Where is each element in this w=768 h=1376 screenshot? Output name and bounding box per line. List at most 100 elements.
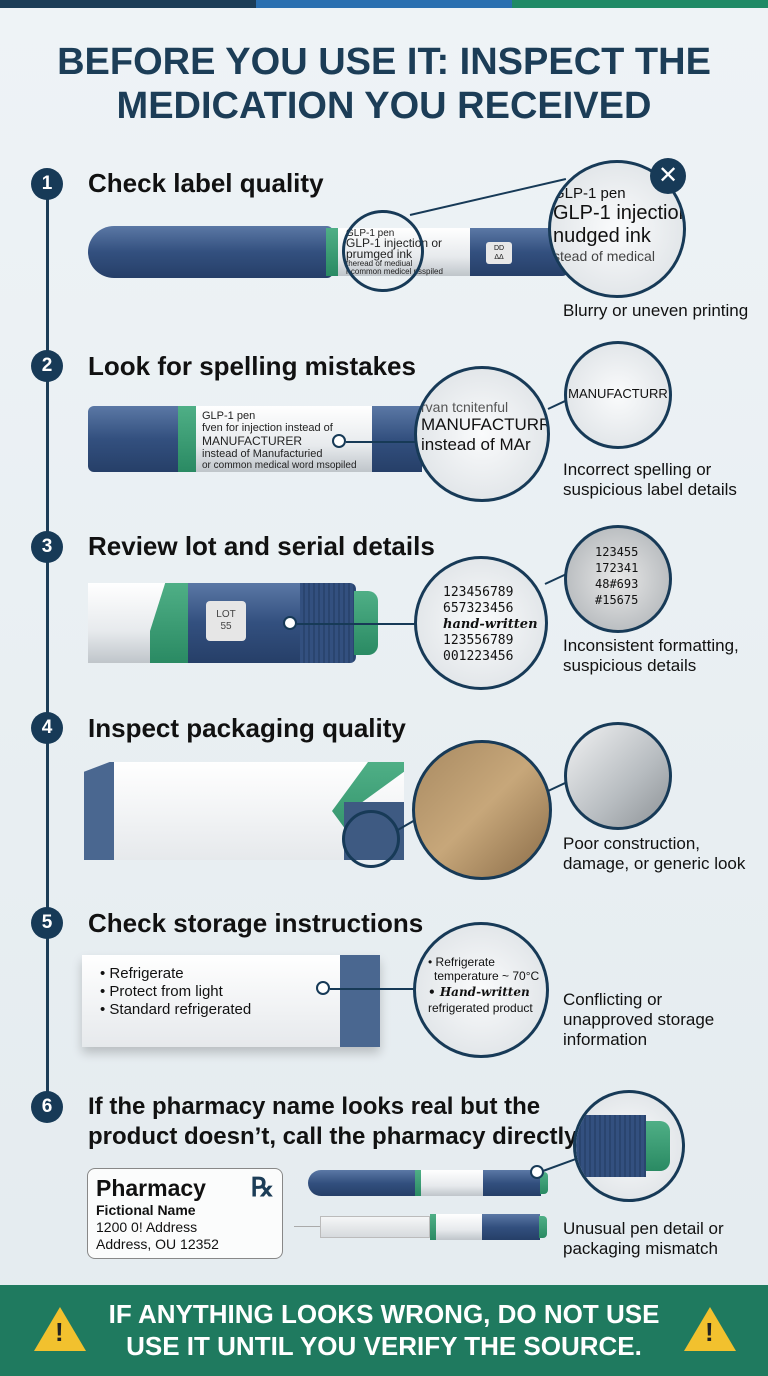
step-number: 4 bbox=[31, 712, 63, 744]
title-line: BEFORE YOU USE IT: INSPECT THE bbox=[57, 41, 711, 83]
serial-text: #15675 bbox=[595, 593, 639, 607]
caption-line: Incorrect spelling or bbox=[563, 460, 712, 479]
label-text: MANUFACTURER bbox=[202, 434, 303, 448]
callout-dot bbox=[530, 1165, 544, 1179]
connector-line bbox=[409, 178, 567, 216]
zoom-circle: • Refrigerate temperature ~ 70°C • Hand-… bbox=[413, 922, 549, 1058]
label-text: or common medical word msopiled bbox=[202, 460, 357, 471]
step-caption: Blurry or uneven printing bbox=[563, 301, 749, 320]
connector-line bbox=[346, 441, 418, 443]
close-icon: ✕ bbox=[650, 158, 686, 194]
zoom-circle: 123456789 657323456 hand-written 1235567… bbox=[414, 556, 548, 690]
zoom-text: GLP-1 injection bbox=[553, 202, 686, 224]
warning-icon: ! bbox=[684, 1307, 736, 1351]
label-text: GLP-1 pen bbox=[202, 410, 256, 422]
caption-line: Inconsistent formatting, bbox=[563, 636, 739, 655]
zoom-text: MANUFACTURR bbox=[568, 386, 668, 401]
label-text: instead of Manufacturied bbox=[202, 448, 323, 460]
banner-line: IF ANYTHING LOOKS WRONG, DO NOT USE bbox=[108, 1299, 660, 1329]
serial-text: 123455 bbox=[595, 545, 639, 559]
storage-box: • Refrigerate • Protect from light • Sta… bbox=[82, 955, 380, 1047]
step-heading: Inspect packaging quality bbox=[88, 713, 406, 743]
damaged-box-zoom bbox=[412, 740, 552, 880]
zoom-circle: 123455 172341 48#693 #15675 bbox=[564, 525, 672, 633]
pen-button bbox=[539, 1216, 547, 1238]
pen-body bbox=[372, 406, 422, 472]
top-bar-segment bbox=[256, 0, 512, 8]
callout-dot bbox=[316, 981, 330, 995]
caption-line: unapproved storage bbox=[563, 1010, 715, 1029]
serial-text: 172341 bbox=[595, 561, 639, 575]
caption-line: suspicious label details bbox=[563, 480, 737, 499]
pharmacy-address: 1200 0! Address bbox=[96, 1219, 198, 1235]
zoom-text: temperature ~ 70°C bbox=[434, 969, 540, 983]
step-number: 2 bbox=[31, 350, 63, 382]
pen-dial bbox=[576, 1115, 646, 1177]
zoom-text: stead of medical bbox=[553, 248, 655, 264]
step-heading: Check storage instructions bbox=[88, 908, 424, 938]
pharmacy-address: Address, OU 12352 bbox=[96, 1236, 219, 1252]
serial-text: hand-written bbox=[443, 617, 538, 632]
storage-text: • Standard refrigerated bbox=[100, 1001, 252, 1018]
pen-body bbox=[88, 406, 180, 472]
box-edge bbox=[340, 955, 380, 1047]
storage-text: • Refrigerate bbox=[100, 965, 184, 982]
step-heading: Review lot and serial details bbox=[88, 531, 435, 561]
magnifier-circle bbox=[342, 810, 400, 868]
lot-text: LOT bbox=[216, 609, 236, 620]
banner-line: USE IT UNTIL YOU VERIFY THE SOURCE. bbox=[126, 1331, 642, 1361]
caption-line: damage, or generic look bbox=[563, 854, 746, 873]
heading-line: If the pharmacy name looks real but the bbox=[88, 1093, 541, 1120]
label-text: fven for injection instead of bbox=[202, 422, 333, 434]
step-heading: Check label quality bbox=[88, 168, 324, 198]
dented-corner-zoom bbox=[564, 722, 672, 830]
connector-line bbox=[330, 988, 416, 990]
callout-dot bbox=[283, 616, 297, 630]
top-bar-segment bbox=[0, 0, 256, 8]
pen-band bbox=[415, 1170, 421, 1196]
pen-label bbox=[421, 1170, 483, 1196]
warning-banner bbox=[0, 1285, 768, 1376]
step-caption: Inconsistent formatting,suspicious detai… bbox=[563, 636, 739, 676]
zoom-text: • Hand-written bbox=[428, 985, 530, 999]
step-heading: Look for spelling mistakes bbox=[88, 351, 416, 381]
top-bar-segment bbox=[512, 0, 768, 8]
caption-line: information bbox=[563, 1030, 648, 1049]
connector-line bbox=[297, 623, 417, 625]
pen-needle bbox=[294, 1226, 330, 1227]
rx-icon: ℞ bbox=[250, 1173, 274, 1203]
zoom-text: instead of MAr bbox=[421, 435, 531, 454]
callout-dot bbox=[332, 434, 346, 448]
caption-line: packaging mismatch bbox=[563, 1239, 718, 1258]
step-number: 1 bbox=[31, 168, 63, 200]
storage-text: • Protect from light bbox=[100, 983, 223, 1000]
serial-text: 657323456 bbox=[443, 601, 514, 616]
pharmacy-title: Pharmacy bbox=[96, 1175, 206, 1201]
title-line: MEDICATION YOU RECEIVED bbox=[116, 85, 652, 127]
zoom-text: • Refrigerate bbox=[428, 955, 495, 969]
zoom-circle bbox=[573, 1090, 685, 1202]
serial-text: 123556789 bbox=[443, 633, 514, 648]
package-edge bbox=[84, 762, 114, 860]
lot-text: 55 bbox=[220, 621, 232, 632]
pen-body bbox=[482, 1214, 540, 1240]
warning-glyph: ! bbox=[55, 1317, 64, 1347]
pen-button bbox=[540, 1172, 548, 1194]
magnifier-circle bbox=[342, 210, 424, 292]
pen-label bbox=[436, 1214, 482, 1240]
zoom-circle: MANUFACTURR bbox=[564, 341, 672, 449]
zoom-text: MANUFACTURR bbox=[421, 415, 550, 434]
warning-glyph: ! bbox=[705, 1317, 714, 1347]
pen-band bbox=[430, 1214, 436, 1240]
zoom-text: refrigerated product bbox=[428, 1001, 533, 1015]
serial-text: 123456789 bbox=[443, 585, 514, 600]
pen-cap bbox=[88, 226, 333, 278]
